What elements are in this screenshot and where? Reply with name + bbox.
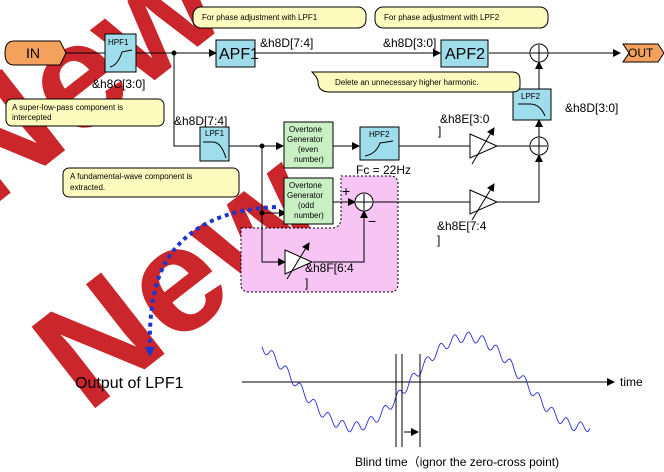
svg-text:HPF2: HPF2 <box>369 130 390 139</box>
svg-text:HPF1: HPF1 <box>108 38 129 47</box>
hpf1-block: HPF1 &h8C[3:0] <box>92 33 145 91</box>
svg-text:]: ] <box>305 276 308 290</box>
lpf1-block: LPF1 &h8D[7:4] <box>174 114 230 162</box>
svg-text:For phase adjustment with LPF1: For phase adjustment with LPF1 <box>202 13 318 22</box>
fc-label: Fc = 22Hz <box>356 163 411 177</box>
lpf1-waveform <box>261 331 591 433</box>
svg-text:IN: IN <box>26 45 40 61</box>
lpf2-register: &h8D[3:0] <box>565 101 618 115</box>
lpf2-block: LPF2 &h8D[3:0] <box>512 88 618 121</box>
svg-text:(odd: (odd <box>298 201 314 210</box>
note-apf2: For phase adjustment with LPF2 <box>374 6 549 29</box>
hpf2-block: HPF2 Fc = 22Hz <box>356 126 411 177</box>
svg-text:&h8F[6:4: &h8F[6:4 <box>305 261 354 275</box>
svg-text:APF1: APF1 <box>219 46 259 63</box>
svg-text:Generator: Generator <box>287 135 323 144</box>
svg-text:]: ] <box>437 233 440 247</box>
svg-text:number): number) <box>294 155 324 164</box>
sum-node-odd: + − <box>342 183 376 229</box>
even-overtone-generator: Overtone Generator (even number) <box>283 121 334 169</box>
gain-even-amp: &h8E[3:0 ] <box>438 112 499 165</box>
minus-sign: − <box>368 213 376 229</box>
hpf1-register: &h8C[3:0] <box>92 77 145 91</box>
svg-text:LPF2: LPF2 <box>521 92 541 101</box>
blind-time-label: Blind time（ignor the zero-cross point) <box>355 455 559 469</box>
apf2-block: APF2 &h8D[3:0] <box>383 36 489 68</box>
apf1-register: &h8D[7:4] <box>260 36 313 50</box>
signal-wires <box>60 49 621 266</box>
gain-fund-amp: &h8F[6:4 ] <box>284 242 354 290</box>
apf1-block: APF1 &h8D[7:4] <box>215 36 313 68</box>
odd-overtone-generator: Overtone Generator (odd number) <box>283 177 334 225</box>
svg-text:A fundamental-wave component i: A fundamental-wave component is <box>70 172 192 181</box>
input-terminal: IN <box>4 40 67 66</box>
svg-text:(even: (even <box>298 145 318 154</box>
svg-text:For phase adjustment with LPF2: For phase adjustment with LPF2 <box>384 13 500 22</box>
svg-text:number): number) <box>294 211 324 220</box>
gain-odd-amp: &h8E[7:4 ] <box>437 183 499 247</box>
output-label: Output of LPF1 <box>75 375 184 392</box>
svg-text:Overtone: Overtone <box>289 125 322 134</box>
apf2-register: &h8D[3:0] <box>383 36 436 50</box>
sum-node-mix <box>529 136 549 156</box>
svg-text:Generator: Generator <box>287 191 323 200</box>
svg-text:extracted.: extracted. <box>70 183 105 192</box>
svg-text:APF2: APF2 <box>445 46 485 63</box>
svg-text:intercepted: intercepted <box>12 113 52 122</box>
svg-text:]: ] <box>438 124 441 138</box>
svg-text:LPF1: LPF1 <box>205 129 225 138</box>
svg-text:Delete an unnecessary higher h: Delete an unnecessary higher harmonic. <box>335 78 479 87</box>
output-terminal: OUT <box>622 43 664 63</box>
note-hpf1: A super-low-pass component is intercepte… <box>5 98 165 127</box>
note-harmonic: Delete an unnecessary higher harmonic. <box>310 71 521 93</box>
lpf1-register: &h8D[7:4] <box>174 114 227 128</box>
sum-node-out <box>529 43 549 63</box>
svg-text:&h8E[7:4: &h8E[7:4 <box>437 219 487 233</box>
plus-sign: + <box>342 183 350 199</box>
note-lpf1: A fundamental-wave component is extracte… <box>62 167 240 198</box>
note-apf1: For phase adjustment with LPF1 <box>192 6 367 29</box>
svg-text:A super-low-pass component is: A super-low-pass component is <box>12 103 123 112</box>
svg-text:Overtone: Overtone <box>289 181 322 190</box>
waveform-plot: Output of LPF1 time Blind time（ignor the… <box>75 331 643 469</box>
time-label: time <box>620 375 643 389</box>
svg-text:&h8E[3:0: &h8E[3:0 <box>440 112 490 126</box>
svg-text:OUT: OUT <box>628 46 654 60</box>
